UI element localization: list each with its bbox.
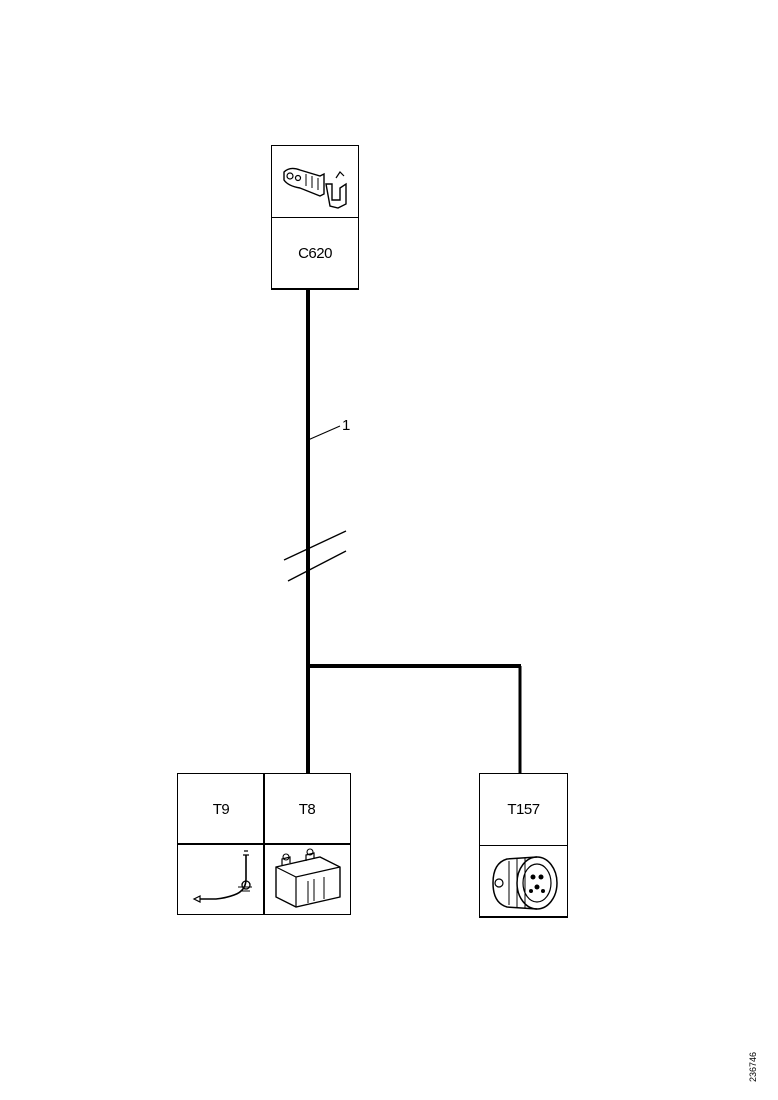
t9-icon-cell — [177, 843, 265, 915]
t8-label: T8 — [298, 800, 316, 818]
t157-label-cell: T157 — [479, 773, 568, 846]
connector-c620-box: C620 — [271, 145, 359, 290]
t8-icon-cell — [263, 843, 351, 915]
break-symbol-lower — [287, 550, 347, 582]
connector-c620-label-cell: C620 — [271, 217, 359, 290]
connector-c620-label: C620 — [298, 245, 332, 262]
t8-label-cell: T8 — [263, 773, 351, 845]
t9-label: T9 — [212, 800, 230, 818]
figure-id: 236746 — [748, 1051, 758, 1083]
ground-group-box: T9 T8 — [177, 773, 351, 915]
round-connector-icon — [491, 855, 558, 910]
connector-c620-icon-cell — [271, 145, 359, 218]
break-symbol-upper — [283, 530, 347, 561]
t157-icon-cell — [479, 845, 568, 918]
connector-t157-box: T157 — [479, 773, 568, 918]
wire-tag-leader — [307, 425, 341, 441]
terminal-connector-icon — [283, 167, 347, 209]
t9-label-cell: T9 — [177, 773, 265, 845]
battery-icon — [275, 848, 341, 908]
t157-label: T157 — [507, 801, 540, 818]
wire-label: 1 — [342, 417, 350, 434]
ground-strap-icon — [192, 850, 252, 903]
